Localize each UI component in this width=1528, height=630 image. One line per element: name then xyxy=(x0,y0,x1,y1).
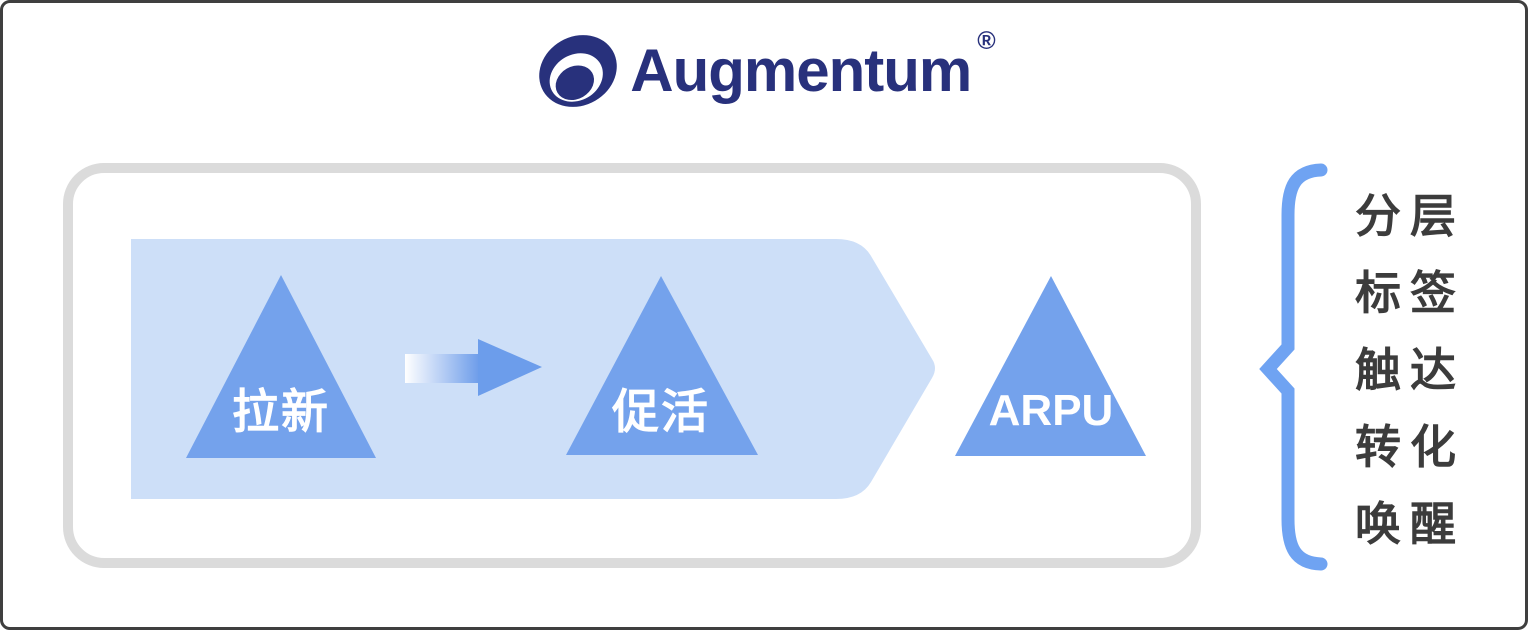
brand-name: Augmentum xyxy=(630,37,972,104)
stage-1-triangle xyxy=(186,275,376,458)
capability-item-segmentation: 分层 xyxy=(1355,189,1465,242)
capability-item-reactivation: 唤醒 xyxy=(1355,497,1465,550)
capability-item-conversion: 转化 xyxy=(1355,420,1465,473)
logo: Augmentum ® xyxy=(3,21,1525,121)
capability-item-reach: 触达 xyxy=(1355,343,1465,396)
capability-item-tagging: 标签 xyxy=(1355,266,1465,319)
registered-trademark-symbol: ® xyxy=(977,27,996,55)
funnel-diagram: 拉新 促活 ARPU xyxy=(63,163,1328,571)
stage-3-triangle xyxy=(955,276,1146,456)
capability-list: 分层 标签 触达 转化 唤醒 xyxy=(1355,177,1465,562)
curly-brace xyxy=(1259,163,1328,571)
augmentum-swirl-icon xyxy=(539,35,618,107)
stage-2-label: 促活 xyxy=(611,385,710,438)
stage-3-label: ARPU xyxy=(989,386,1114,435)
stage-2-triangle xyxy=(566,276,758,455)
stage-1-label: 拉新 xyxy=(232,385,330,438)
flow-arrow-head-icon xyxy=(478,339,542,396)
flow-arrow-shaft xyxy=(405,354,479,383)
